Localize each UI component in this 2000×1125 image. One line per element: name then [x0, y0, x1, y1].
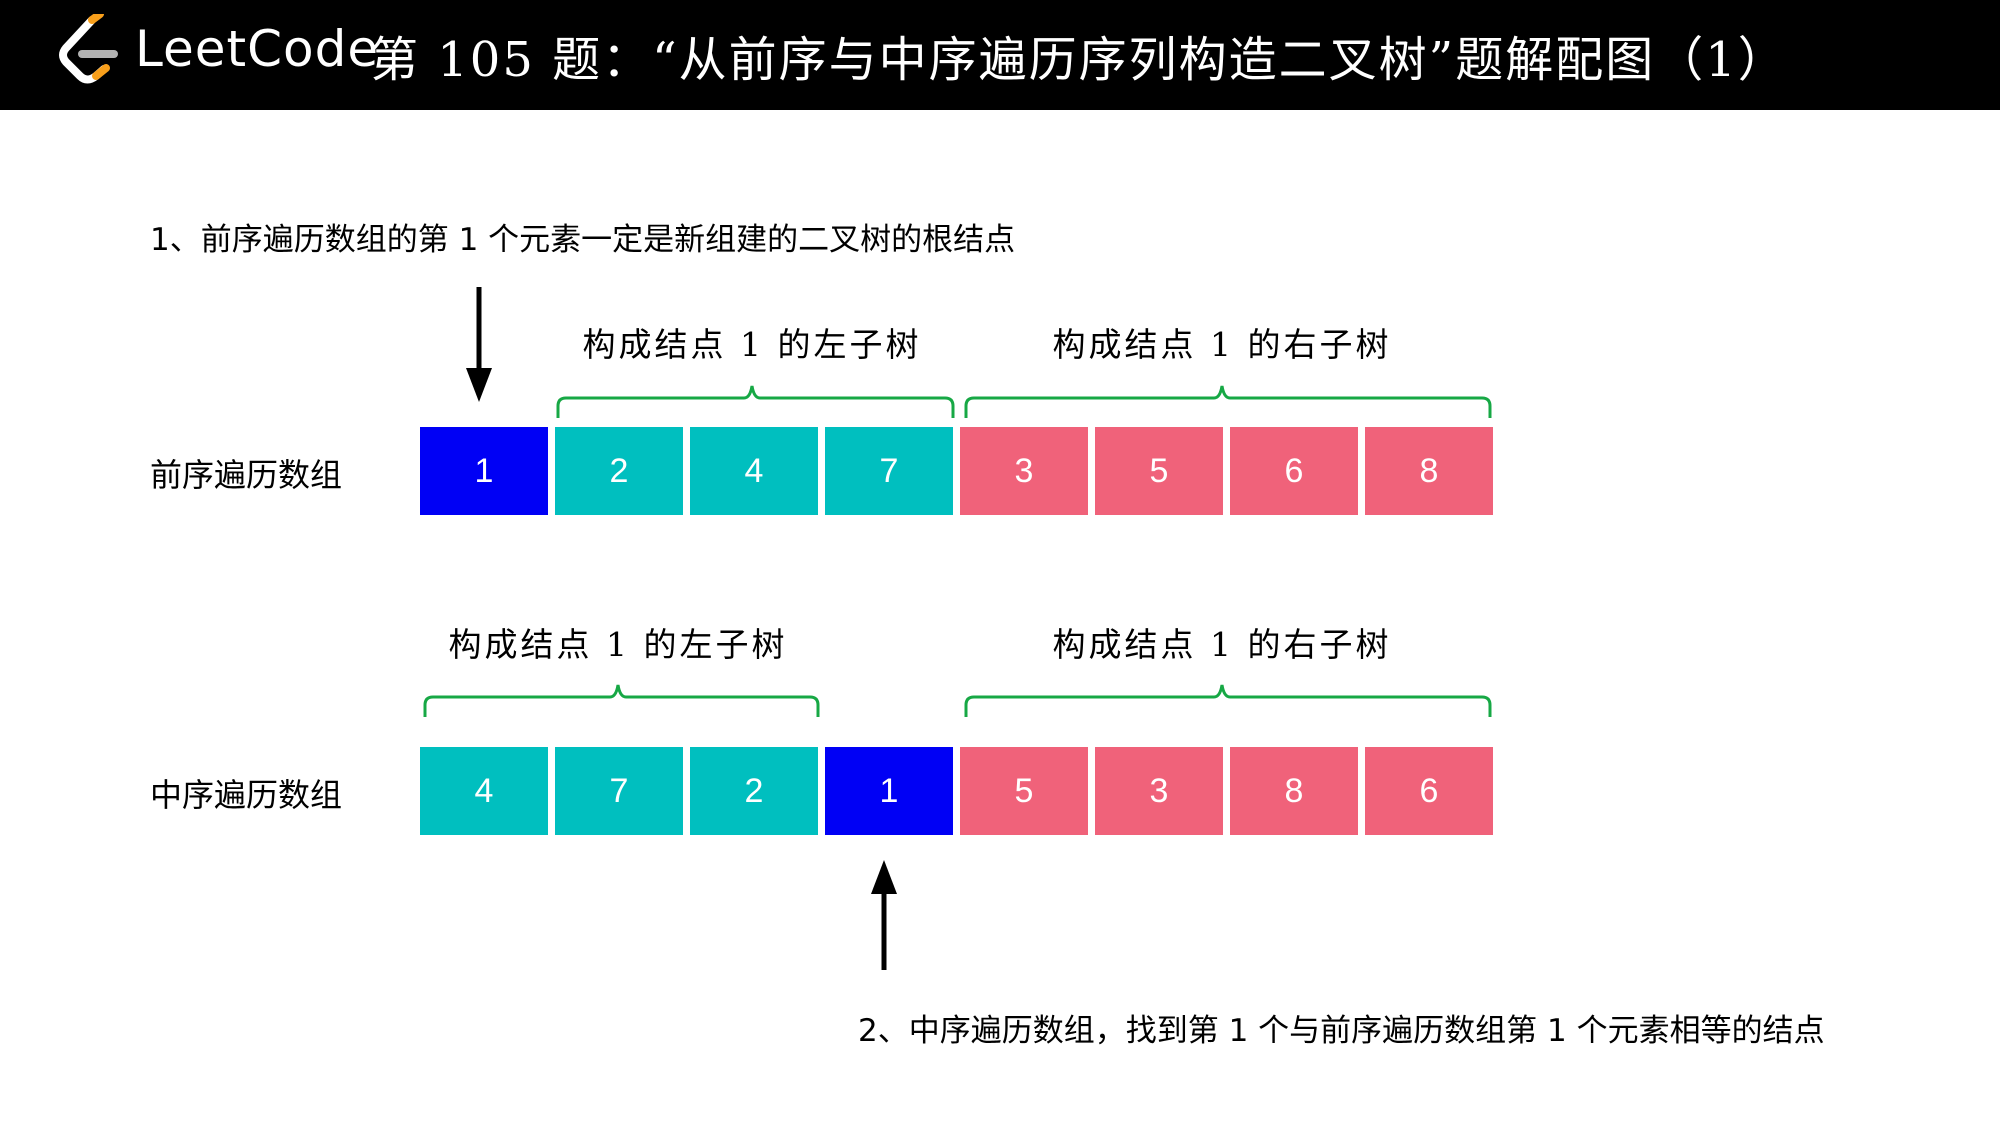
preorder-cell: 2	[555, 427, 683, 515]
preorder-left-brace	[556, 385, 955, 418]
page-title: 第 105 题：“从前序与中序遍历序列构造二叉树”题解配图（1）	[370, 32, 1788, 88]
preorder-right-brace	[964, 385, 1492, 418]
inorder-label: 中序遍历数组	[150, 776, 343, 814]
inorder-left-subtree-label: 构成结点 1 的左子树	[448, 625, 788, 664]
header-bar: LeetCode 第 105 题：“从前序与中序遍历序列构造二叉树”题解配图（1…	[0, 0, 2000, 110]
preorder-cell: 7	[825, 427, 953, 515]
inorder-cell: 7	[555, 747, 683, 835]
preorder-cell: 5	[1095, 427, 1223, 515]
inorder-cell: 5	[960, 747, 1088, 835]
step2-note: 2、中序遍历数组，找到第 1 个与前序遍历数组第 1 个元素相等的结点	[858, 1013, 1825, 1049]
inorder-cell: 8	[1230, 747, 1358, 835]
inorder-cell: 4	[420, 747, 548, 835]
inorder-cell: 1	[825, 747, 953, 835]
inorder-left-brace	[423, 684, 820, 717]
preorder-label: 前序遍历数组	[150, 456, 343, 494]
inorder-cell: 6	[1365, 747, 1493, 835]
inorder-cell: 2	[690, 747, 818, 835]
leetcode-logo-icon	[59, 14, 118, 84]
preorder-left-subtree-label: 构成结点 1 的左子树	[582, 325, 922, 364]
preorder-cell: 3	[960, 427, 1088, 515]
preorder-cell: 6	[1230, 427, 1358, 515]
up-arrow-icon	[871, 860, 897, 970]
preorder-cell: 1	[420, 427, 548, 515]
inorder-right-subtree-label: 构成结点 1 的右子树	[1052, 625, 1392, 664]
inorder-cell: 3	[1095, 747, 1223, 835]
preorder-cell: 4	[690, 427, 818, 515]
brand-name: LeetCode	[135, 20, 380, 78]
preorder-right-subtree-label: 构成结点 1 的右子树	[1052, 325, 1392, 364]
step1-note: 1、前序遍历数组的第 1 个元素一定是新组建的二叉树的根结点	[150, 222, 1016, 258]
preorder-cell: 8	[1365, 427, 1493, 515]
down-arrow-icon	[466, 287, 492, 402]
inorder-right-brace	[964, 684, 1492, 717]
